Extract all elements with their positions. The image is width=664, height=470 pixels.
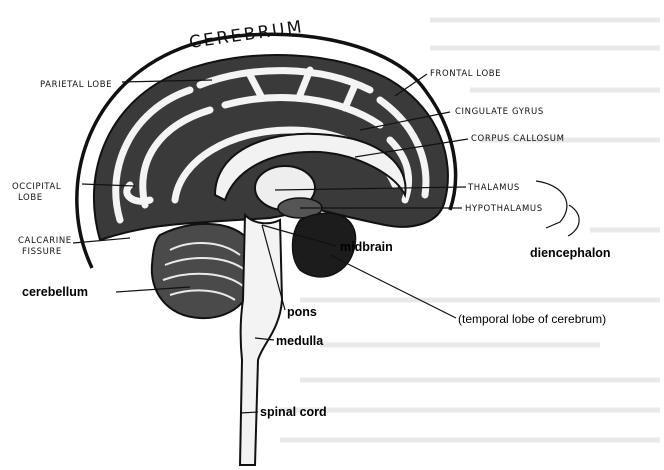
label-pons: pons <box>287 305 317 319</box>
label-spinal-cord: spinal cord <box>260 405 327 419</box>
label-diencephalon: diencephalon <box>530 246 611 260</box>
label-calcarine-fissure-line1: CALCARINE <box>18 236 72 246</box>
label-parietal-lobe: PARIETAL LOBE <box>40 80 112 90</box>
title-cerebrum: CEREBRUM <box>188 17 305 53</box>
label-thalamus: THALAMUS <box>467 183 520 193</box>
label-hypothalamus: HYPOTHALAMUS <box>465 204 543 214</box>
label-temporal-lobe: (temporal lobe of cerebrum) <box>458 312 606 326</box>
label-calcarine-fissure-line2: FISSURE <box>22 247 62 257</box>
label-corpus-callosum: CORPUS CALLOSUM <box>471 134 565 144</box>
label-midbrain: midbrain <box>340 240 393 254</box>
label-cingulate-gyrus: CINGULATE GYRUS <box>455 107 544 117</box>
label-medulla: medulla <box>276 334 324 348</box>
label-occipital-lobe-line1: OCCIPITAL <box>12 182 61 192</box>
cerebellum-shape <box>152 224 256 318</box>
label-frontal-lobe: FRONTAL LOBE <box>430 69 501 79</box>
label-occipital-lobe-line2: LOBE <box>18 193 43 203</box>
label-cerebellum: cerebellum <box>22 285 88 299</box>
